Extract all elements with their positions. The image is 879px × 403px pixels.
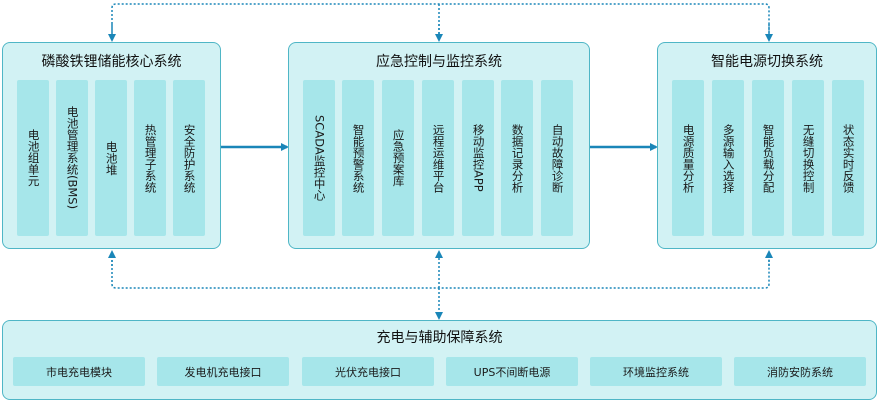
item-thermal: 热管理子系统 bbox=[134, 80, 166, 236]
item-ups: UPS不间断电源 bbox=[446, 357, 578, 386]
item-load-dist: 智能负载分配 bbox=[752, 80, 784, 236]
item-warning: 智能预警系统 bbox=[342, 80, 374, 236]
item-scada: SCADA监控中心 bbox=[303, 80, 335, 236]
item-safety: 安全防护系统 bbox=[173, 80, 205, 236]
item-data-analysis: 数据记录分析 bbox=[501, 80, 533, 236]
dotted-top-loop bbox=[111, 3, 770, 40]
item-fault-diag: 自动故障诊断 bbox=[541, 80, 573, 236]
item-fire-security: 消防安防系统 bbox=[734, 357, 866, 386]
panel-charging-aux: 充电与辅助保障系统 bbox=[2, 320, 877, 400]
item-power-quality: 电源质量分析 bbox=[672, 80, 704, 236]
panel-title: 磷酸铁锂储能核心系统 bbox=[41, 54, 182, 70]
item-battery-stack: 电池堆 bbox=[95, 80, 127, 236]
panel-title: 应急控制与监控系统 bbox=[376, 54, 502, 70]
item-seamless: 无缝切换控制 bbox=[792, 80, 824, 236]
item-mobile-app: 移动监控APP bbox=[462, 80, 494, 236]
item-remote-ops: 远程运维平台 bbox=[422, 80, 454, 236]
panel-title: 充电与辅助保障系统 bbox=[376, 330, 503, 346]
item-env-monitor: 环境监控系统 bbox=[590, 357, 722, 386]
panel-title: 智能电源切换系统 bbox=[711, 54, 823, 70]
item-bms: 电池管理系统(BMS) bbox=[56, 80, 88, 236]
item-pv-port: 光伏充电接口 bbox=[302, 357, 434, 386]
dotted-bottom-loop bbox=[111, 252, 770, 289]
item-plan-lib: 应急预案库 bbox=[382, 80, 414, 236]
item-generator-port: 发电机充电接口 bbox=[157, 357, 289, 386]
item-grid-charging: 市电充电模块 bbox=[13, 357, 145, 386]
item-multi-source: 多源输入选择 bbox=[712, 80, 744, 236]
item-status: 状态实时反馈 bbox=[832, 80, 864, 236]
item-battery-unit: 电池组单元 bbox=[17, 80, 49, 236]
